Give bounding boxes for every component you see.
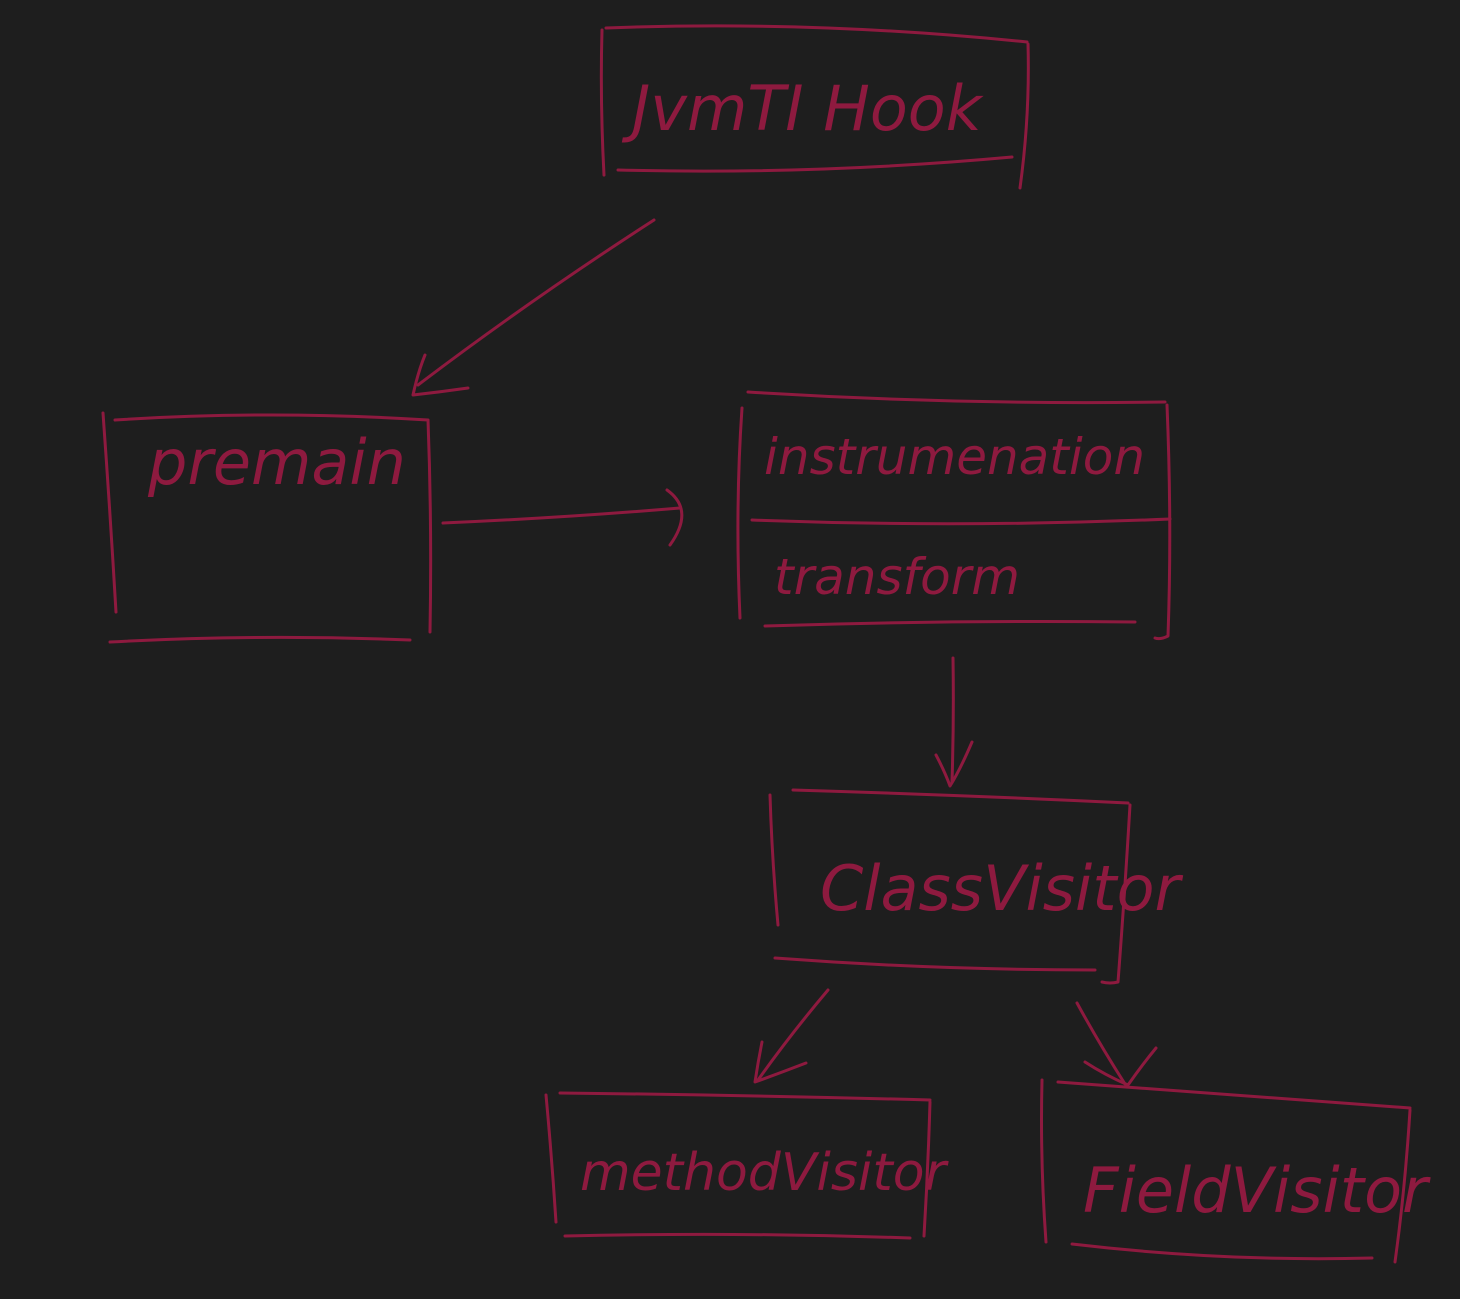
node-method-visitor: methodVisitor: [544, 1091, 950, 1240]
field-visitor-label: FieldVisitor: [1083, 1154, 1431, 1227]
instrumentation-label: instrumenation: [764, 428, 1145, 486]
arrow-cv-to-methodvisitor: [753, 988, 830, 1084]
arrow-premain-to-instr-line: [441, 506, 682, 525]
class-visitor-box: [768, 788, 1132, 985]
arrow-cv-to-fieldvisitor: [1075, 1001, 1158, 1087]
field-visitor-box: [1040, 1078, 1412, 1264]
arrow-instr-to-cv-head: [934, 740, 974, 788]
node-instrumentation: instrumenation transform: [736, 390, 1172, 641]
arrow-instr-to-cv-line: [950, 656, 955, 784]
premain-box: [101, 411, 433, 644]
arrow-jvmti-to-premain-head: [411, 353, 470, 397]
class-visitor-label: ClassVisitor: [820, 852, 1184, 925]
node-jvmti-hook: JvmTI Hook: [599, 24, 1030, 190]
arrow-premain-to-instrumentation: [441, 488, 684, 547]
method-visitor-box: [544, 1091, 932, 1240]
node-field-visitor: FieldVisitor: [1040, 1078, 1431, 1264]
premain-label: premain: [147, 426, 406, 499]
arrow-cv-to-fv-line: [1075, 1001, 1127, 1086]
arrow-jvmti-to-premain: [411, 218, 656, 397]
arrow-premain-to-instr-head: [665, 488, 684, 547]
arrow-cv-to-mv-head: [753, 1040, 808, 1084]
jvmti-hook-box: [599, 24, 1030, 190]
instrumentation-box: [736, 390, 1172, 641]
transform-label: transform: [774, 548, 1020, 606]
method-visitor-label: methodVisitor: [580, 1143, 950, 1203]
node-premain: premain: [101, 411, 433, 644]
arrow-cv-to-fv-head: [1083, 1046, 1158, 1087]
instrumentation-divider: [750, 517, 1172, 526]
arrow-jvmti-to-premain-line: [416, 218, 656, 387]
node-class-visitor: ClassVisitor: [768, 788, 1184, 985]
arrow-instr-to-classvisitor: [934, 656, 974, 788]
arrow-cv-to-mv-line: [756, 988, 830, 1082]
jvmti-hook-label: JvmTI Hook: [621, 72, 984, 145]
